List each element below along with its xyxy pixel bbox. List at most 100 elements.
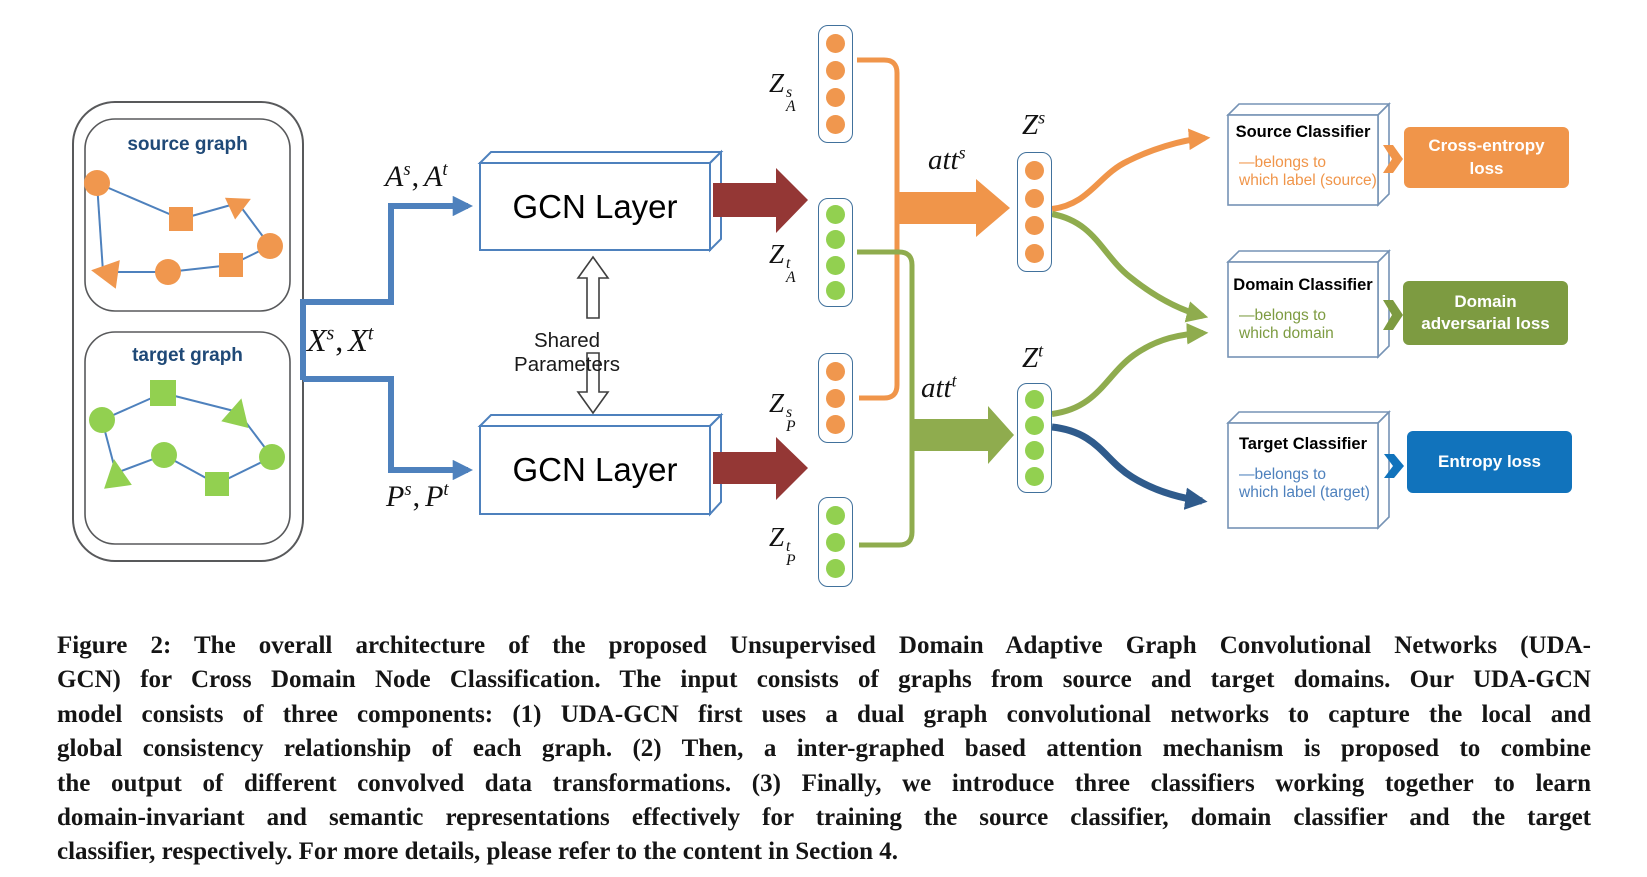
source-node-circle [84, 170, 110, 196]
source-classifier-top-face [1226, 103, 1391, 116]
feature-dot [1025, 466, 1044, 486]
source-node-triangle [224, 197, 251, 220]
math-base: A [424, 160, 443, 193]
gcn-bottom-label: GCN Layer [512, 451, 678, 488]
gcn-top-label: GCN Layer [512, 187, 678, 225]
source-attention-junction-line [857, 57, 900, 401]
arrow-down-icon [576, 352, 610, 415]
z-p-s-feature-column [818, 353, 853, 443]
target-node-square [150, 380, 176, 406]
domain-adversarial-loss-box: Domain adversarial loss [1403, 281, 1568, 345]
math-sup: t [442, 159, 448, 180]
arrow-up-icon [576, 255, 610, 319]
feature-dot [826, 255, 845, 275]
target-graph-nodes [89, 380, 285, 496]
entropy-loss-box: Entropy loss [1407, 431, 1572, 493]
math-base: A [385, 160, 404, 193]
desc-line: which label (target) [1239, 483, 1370, 501]
gcn-bottom-box-front [479, 425, 711, 515]
z-s-feature-column [1017, 152, 1052, 272]
math-base: Z [769, 522, 785, 552]
source-graph-label: source graph [127, 134, 248, 155]
source-node-circle [257, 233, 283, 259]
shared-parameters-label: Shared Parameters [514, 329, 620, 376]
target-node-circle [151, 442, 177, 468]
math-sup: s [958, 142, 966, 163]
z-t-feature-column [1017, 383, 1052, 493]
math-sup: s [403, 159, 411, 180]
source-node-square [219, 253, 243, 277]
label-att-s: atts [928, 143, 966, 175]
source-classifier-side-face [1377, 102, 1390, 207]
target-classifier-title: Target Classifier [1238, 435, 1368, 453]
target-node-circle [89, 407, 115, 433]
math-sup: t [443, 479, 449, 500]
feature-dot [826, 388, 845, 408]
target-node-triangle [221, 398, 249, 429]
att-s-arrow-icon [897, 179, 1010, 237]
math-sep: , [412, 480, 421, 513]
source-node-square [169, 207, 193, 231]
zs-to-source-classifier-curve [1051, 128, 1211, 212]
att-t-arrow-icon [912, 406, 1014, 464]
feature-dot [826, 115, 845, 134]
math-base: X [307, 322, 327, 358]
math-sup: s [404, 479, 412, 500]
cross-entropy-loss-box: Cross-entropy loss [1404, 127, 1569, 188]
feature-dot [826, 205, 845, 225]
feature-dot [826, 559, 845, 579]
feature-dot [826, 34, 845, 53]
feature-dot [1025, 441, 1044, 461]
caption-line: GCN) for Cross Domain Node Classificatio… [57, 666, 1591, 694]
target-node-triangle [104, 459, 132, 489]
math-base: Z [1022, 342, 1039, 374]
domain-classifier-title: Domain Classifier [1233, 276, 1373, 294]
feature-dot [1025, 243, 1044, 263]
target-classifier-top-face [1226, 411, 1391, 424]
target-node-circle [259, 444, 285, 470]
z-a-s-feature-column [818, 25, 853, 143]
math-sup: s [786, 404, 793, 421]
desc-line: —belongs to [1239, 466, 1327, 483]
target-classifier-front [1227, 422, 1379, 529]
feature-dot [826, 532, 845, 552]
math-base: Z [769, 388, 785, 418]
math-sep: , [335, 322, 344, 358]
math-sep: , [411, 160, 420, 193]
domain-classifier-top-face [1226, 250, 1391, 263]
gcn-bottom-output-arrow-icon [713, 437, 808, 500]
math-base: att [921, 372, 952, 404]
label-z-s: Zs [1022, 108, 1045, 140]
feature-dot [1025, 415, 1044, 435]
feature-dot [1025, 161, 1044, 181]
source-node-circle [155, 259, 181, 285]
caption-line: Figure 2: The overall architecture of th… [57, 632, 1591, 659]
target-classifier-box: Target Classifier —belongs to which labe… [1228, 423, 1378, 528]
math-sup: s [1038, 107, 1046, 128]
feature-dot [826, 361, 845, 381]
math-sub: A [786, 98, 796, 116]
source-graph-nodes [84, 170, 283, 289]
math-base: X [348, 322, 368, 358]
gcn-bottom-box-top-face [477, 414, 724, 427]
input-connectors [300, 195, 474, 481]
z-a-t-feature-column [818, 198, 853, 307]
math-sup: s [786, 84, 793, 101]
graphs-panel [72, 101, 304, 562]
math-sup: t [951, 370, 957, 391]
desc-line: which label (source) [1239, 171, 1377, 189]
caption-line: domain-invariant and semantic representa… [57, 804, 1591, 832]
ppmi-input-arrow [303, 376, 474, 481]
source-classifier-front [1227, 114, 1379, 206]
chevron-right-icon [1383, 145, 1403, 173]
math-sub: A [786, 269, 796, 287]
math-base: Z [769, 68, 785, 98]
shared-parameters-arrows [576, 255, 610, 415]
feature-dot [826, 505, 845, 525]
feature-dot [826, 61, 845, 80]
math-sub: P [786, 552, 796, 570]
domain-classifier-desc: —belongs to which domain [1239, 307, 1378, 343]
